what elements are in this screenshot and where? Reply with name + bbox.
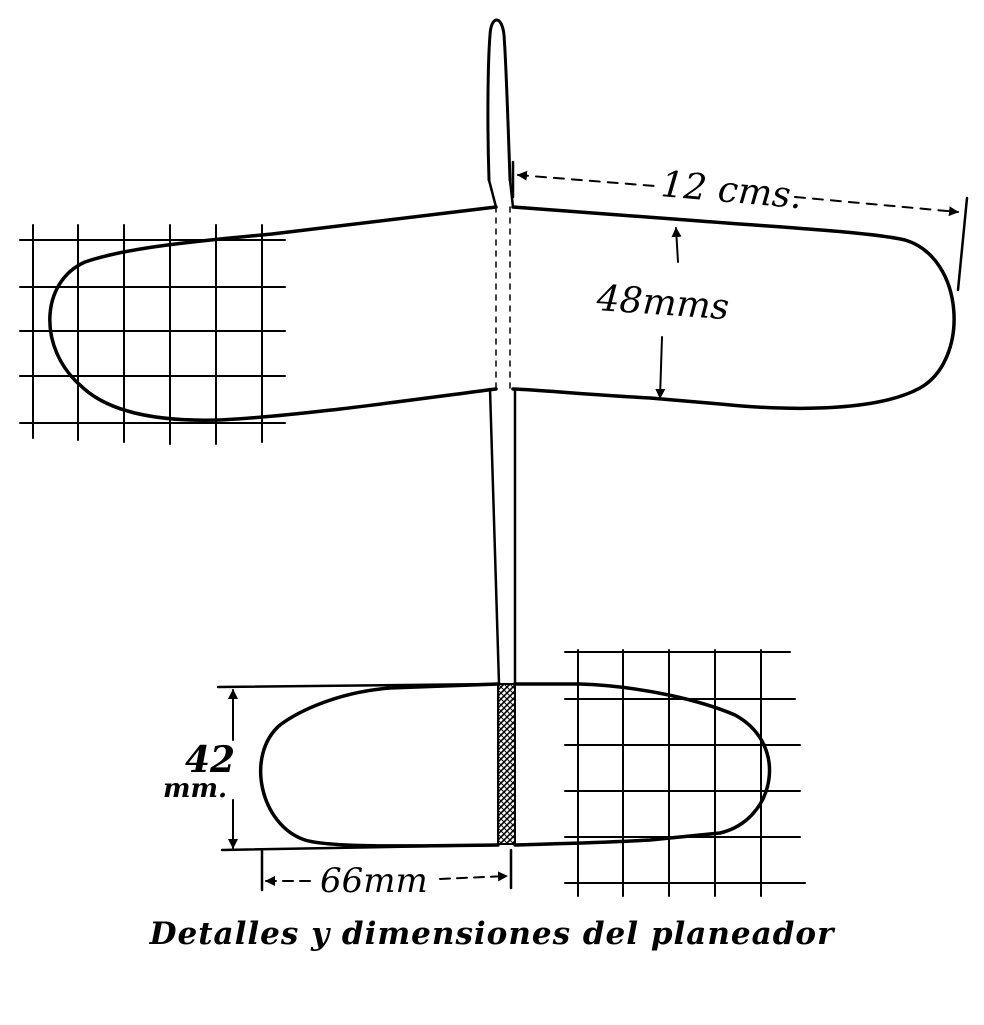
tail-chord-unit: mm. — [163, 774, 227, 804]
tail-chord-value: 42 — [185, 739, 235, 781]
figure-caption: Detalles y dimensiones del planeador — [149, 916, 835, 952]
wing-outline — [48, 205, 956, 422]
wing-span-label: 12 cms. — [659, 164, 804, 217]
tail-span-label: 66mm — [320, 861, 428, 901]
fuselage — [486, 18, 517, 845]
dimension-tail-span: 66mm — [260, 848, 513, 901]
dimension-wing-span: 12 cms. — [511, 160, 969, 292]
dimension-wing-chord: 48mms — [594, 227, 730, 399]
wing-chord-label: 48mms — [594, 278, 730, 328]
wing-grid — [19, 224, 286, 445]
dimension-tail-chord: 42 mm. — [163, 682, 500, 852]
